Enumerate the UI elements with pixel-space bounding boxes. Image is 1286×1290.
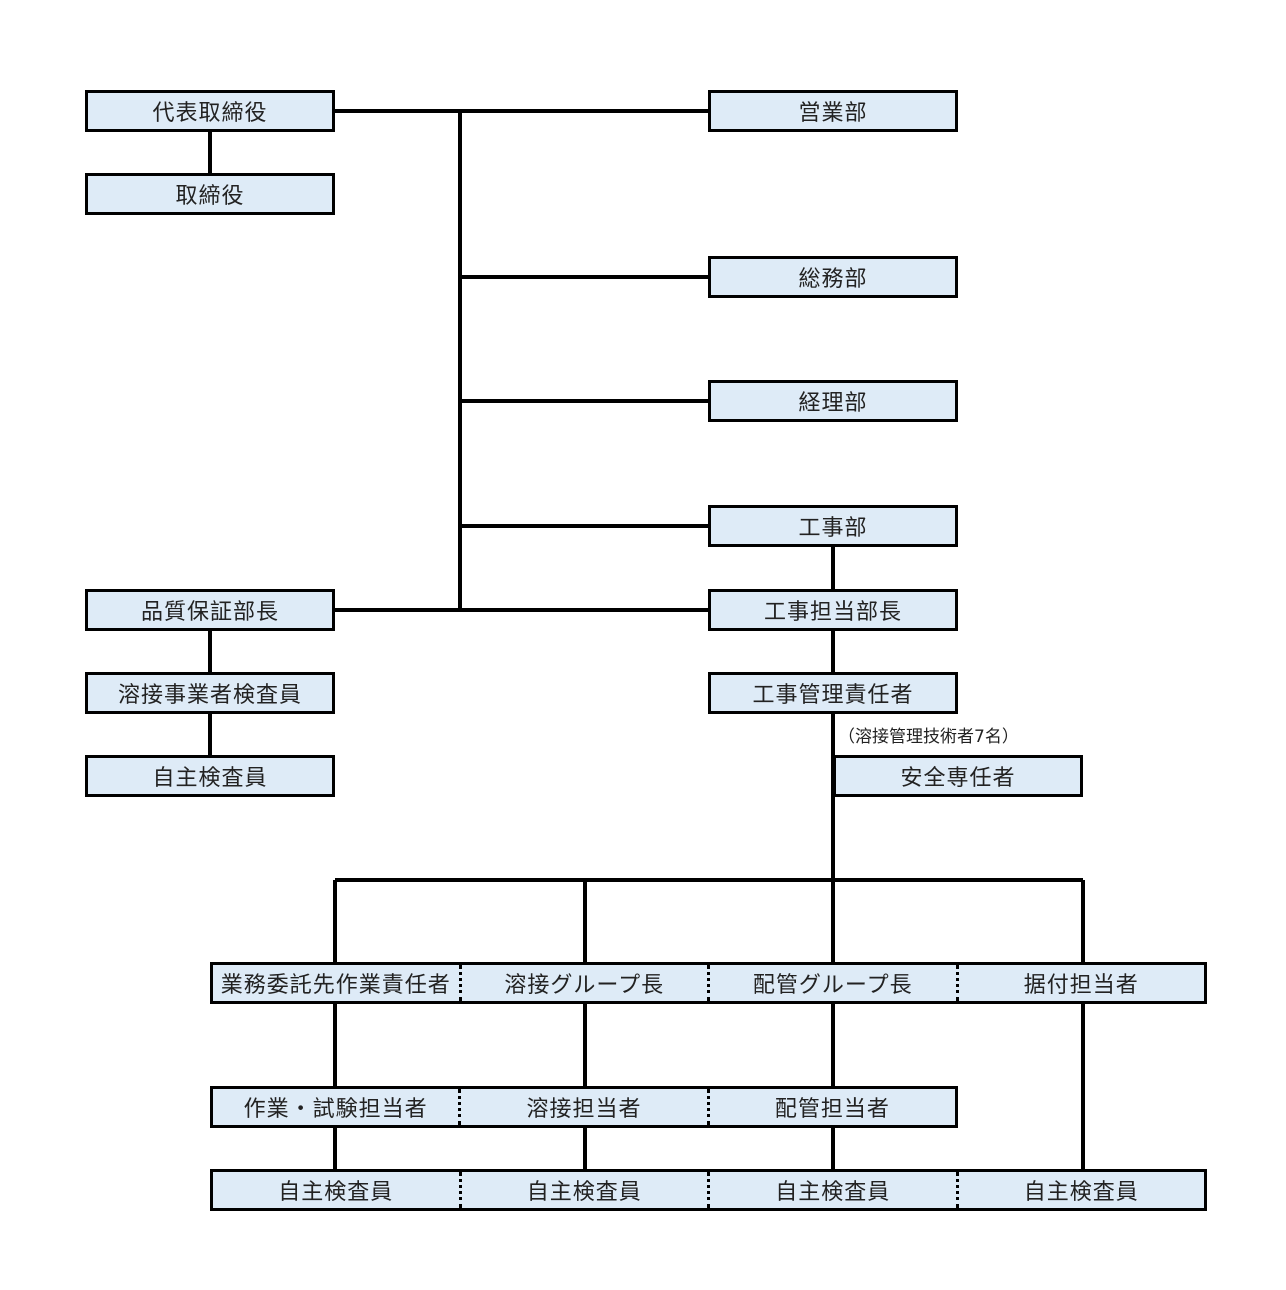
group-leader-cell: 据付担当者: [955, 965, 1205, 1001]
qa-manager-box: 品質保証部長: [85, 589, 335, 631]
inspector-cell: 自主検査員: [278, 1180, 394, 1205]
general-affairs-dept-box: 総務部: [708, 256, 958, 298]
inspectors-row: 自主検査員 自主検査員 自主検査員 自主検査員: [210, 1169, 1207, 1211]
director-box: 取締役: [85, 173, 335, 215]
welding-engineers-note: （溶接管理技術者7名）: [838, 727, 1019, 747]
staff-row: 作業・試験担当者 溶接担当者 配管担当者: [210, 1086, 958, 1128]
self-inspector-box: 自主検査員: [85, 755, 335, 797]
ceo-box: 代表取締役: [85, 90, 335, 132]
group-leaders-row: 業務委託先作業責任者 溶接グループ長 配管グループ長 据付担当者: [210, 962, 1207, 1004]
accounting-dept-box: 経理部: [708, 380, 958, 422]
staff-cell: 作業・試験担当者: [243, 1097, 428, 1122]
safety-officer-box: 安全専任者: [833, 755, 1083, 797]
inspector-cell: 自主検査員: [458, 1172, 708, 1208]
inspector-cell: 自主検査員: [707, 1172, 956, 1208]
group-leader-cell: 配管グループ長: [707, 965, 956, 1001]
staff-cell: 溶接担当者: [458, 1089, 706, 1125]
construction-manager-box: 工事担当部長: [708, 589, 958, 631]
sales-dept-box: 営業部: [708, 90, 958, 132]
welding-inspector-box: 溶接事業者検査員: [85, 672, 335, 714]
group-leader-cell: 溶接グループ長: [458, 965, 708, 1001]
group-leader-cell: 業務委託先作業責任者: [220, 973, 451, 998]
inspector-cell: 自主検査員: [955, 1172, 1205, 1208]
construction-dept-box: 工事部: [708, 505, 958, 547]
staff-cell: 配管担当者: [706, 1089, 955, 1125]
construction-supervisor-box: 工事管理責任者: [708, 672, 958, 714]
